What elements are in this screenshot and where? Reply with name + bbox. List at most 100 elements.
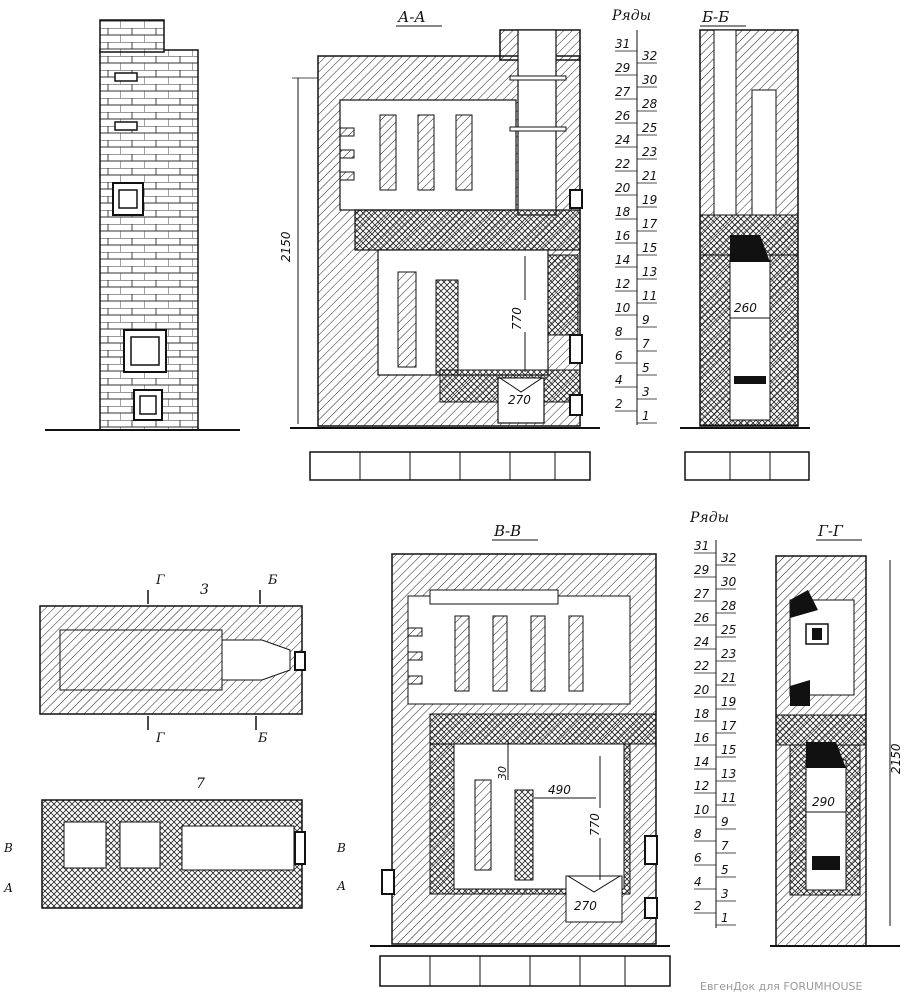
row-number: 9 <box>721 815 729 829</box>
row-number: 4 <box>615 373 623 387</box>
row-number: 30 <box>721 575 737 589</box>
row-number: 6 <box>694 851 702 865</box>
row-number: 29 <box>615 61 630 75</box>
row-number: 1 <box>642 409 650 423</box>
row-number: 24 <box>615 133 630 147</box>
section-vv: В-В 770 490 30 270 <box>370 522 671 987</box>
row-number: 12 <box>694 779 709 793</box>
section-bb-title: Б-Б <box>701 8 729 26</box>
row-number: 13 <box>721 767 736 781</box>
plan-7: 7 В А В А <box>3 776 346 909</box>
row-number: 3 <box>642 385 650 399</box>
row-number: 32 <box>642 49 657 63</box>
row-number: 21 <box>642 169 657 183</box>
row-number: 23 <box>721 647 736 661</box>
row-number: 23 <box>642 145 657 159</box>
row-number: 22 <box>615 157 630 171</box>
row-number: 26 <box>615 109 631 123</box>
row-number: 28 <box>642 97 658 111</box>
row-number: 15 <box>642 241 657 255</box>
row-number: 10 <box>615 301 631 315</box>
row-scale-bottom: Ряды 31322930272826252423222120191817161… <box>689 510 737 928</box>
dim-firebox-aa: 770 <box>510 307 524 330</box>
cut-v-left: В <box>3 841 13 855</box>
dim-gap-vv: 30 <box>496 766 509 780</box>
row-number: 27 <box>694 587 710 601</box>
row-number: 1 <box>721 911 729 925</box>
row-number: 3 <box>721 887 729 901</box>
row-number: 5 <box>642 361 650 375</box>
row-number: 10 <box>694 803 710 817</box>
cut-v-right: В <box>336 841 346 855</box>
row-header-bottom: Ряды <box>689 510 729 526</box>
row-number: 17 <box>721 719 737 733</box>
row-number: 2 <box>615 397 623 411</box>
damper-top-icon <box>114 72 138 82</box>
row-number: 28 <box>721 599 737 613</box>
row-number: 15 <box>721 743 736 757</box>
dim-height-aa: 2150 <box>279 231 293 262</box>
row-number: 19 <box>721 695 736 709</box>
row-number: 20 <box>694 683 710 697</box>
row-number: 8 <box>615 325 623 339</box>
dim-firebox-vv: 770 <box>588 813 602 836</box>
row-number: 17 <box>642 217 658 231</box>
dim-height-gg: 2150 <box>889 743 903 774</box>
row-number: 2 <box>694 899 702 913</box>
row-number: 25 <box>721 623 736 637</box>
row-number: 22 <box>694 659 709 673</box>
row-number: 21 <box>721 671 736 685</box>
row-number: 20 <box>615 181 631 195</box>
section-vv-title: В-В <box>493 522 521 540</box>
row-number: 32 <box>721 551 736 565</box>
row-number: 24 <box>694 635 709 649</box>
row-number: 27 <box>615 85 631 99</box>
row-number: 13 <box>642 265 657 279</box>
section-gg: Г-Г 290 2150 <box>770 522 903 947</box>
watermark: ЕвгенДок для FORUMHOUSE <box>700 980 863 993</box>
row-number: 12 <box>615 277 630 291</box>
row-number: 11 <box>642 289 657 303</box>
section-gg-title: Г-Г <box>817 522 844 540</box>
dim-ash-vv: 270 <box>574 899 597 913</box>
row-number: 11 <box>721 791 736 805</box>
row-number: 16 <box>615 229 631 243</box>
front-elevation <box>45 19 240 431</box>
cut-b-top: Б <box>267 573 278 588</box>
plan-3: 3 Г Б Г Б <box>39 573 306 746</box>
cut-b-bottom: Б <box>257 731 268 746</box>
cut-a-right: А <box>336 879 346 893</box>
row-number: 14 <box>615 253 630 267</box>
upper-door-icon <box>112 182 144 216</box>
dim-width-vv: 490 <box>548 783 571 797</box>
dim-width-bb: 260 <box>734 301 757 315</box>
row-number: 18 <box>615 205 631 219</box>
damper-mid-icon <box>114 121 138 131</box>
row-number: 9 <box>642 313 650 327</box>
row-number: 25 <box>642 121 657 135</box>
row-number: 19 <box>642 193 657 207</box>
row-number: 29 <box>694 563 709 577</box>
row-number: 16 <box>694 731 710 745</box>
row-number: 5 <box>721 863 729 877</box>
row-scale-top: Ряды 31322930272826252423222120191817161… <box>611 8 658 425</box>
cut-g-bottom: Г <box>155 731 165 746</box>
row-number: 30 <box>642 73 658 87</box>
ash-door-icon <box>133 389 163 421</box>
section-aa: А-А <box>279 8 600 481</box>
dim-ash-aa: 270 <box>508 393 531 407</box>
section-aa-title: А-А <box>397 8 426 26</box>
row-number: 26 <box>694 611 710 625</box>
plan7-title: 7 <box>196 776 205 792</box>
row-number: 31 <box>694 539 709 553</box>
row-number: 18 <box>694 707 710 721</box>
row-number: 6 <box>615 349 623 363</box>
row-header-top: Ряды <box>611 8 651 24</box>
row-number: 7 <box>642 337 650 351</box>
row-number: 31 <box>615 37 630 51</box>
row-number: 8 <box>694 827 702 841</box>
plan3-title: 3 <box>200 582 209 598</box>
dim-width-gg: 290 <box>812 795 835 809</box>
row-number: 7 <box>721 839 729 853</box>
